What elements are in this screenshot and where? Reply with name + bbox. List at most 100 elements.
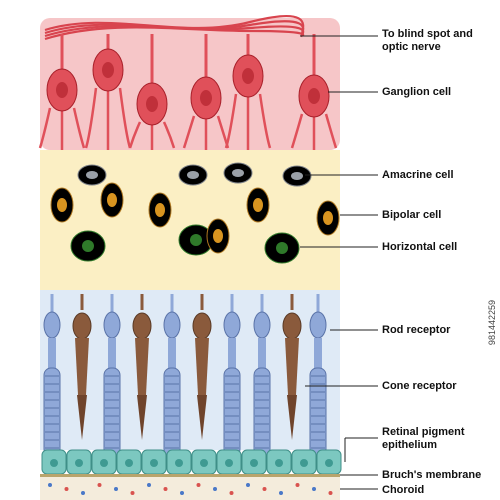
nerve-fiber bbox=[44, 26, 305, 41]
ganglion-dendrites bbox=[224, 93, 272, 150]
choroid-dot bbox=[312, 487, 316, 491]
label-cone-receptor: Cone receptor bbox=[382, 380, 457, 392]
rod-nucleus bbox=[223, 311, 241, 339]
choroid-dot bbox=[196, 483, 201, 487]
rod-outer-segment bbox=[309, 367, 327, 457]
optic-nerve-fibers bbox=[44, 15, 305, 41]
rod-inner-segment bbox=[168, 338, 176, 368]
rpe-nucleus bbox=[100, 459, 108, 467]
label-ganglion-cell: Ganglion cell bbox=[382, 86, 452, 98]
ganglion-cell-nucleus bbox=[200, 90, 212, 106]
choroid-dot bbox=[114, 487, 118, 491]
label-rpe: Retinal pigment epithelium bbox=[382, 426, 465, 452]
label-rpe-line1: Retinal pigment bbox=[382, 426, 465, 438]
rpe-nucleus bbox=[325, 459, 333, 467]
rod-nucleus bbox=[43, 311, 61, 339]
choroid-dot bbox=[97, 483, 102, 487]
horizontal-cell-nucleus bbox=[82, 240, 94, 252]
rpe-nucleus bbox=[200, 459, 208, 467]
choroid-dots bbox=[48, 483, 333, 495]
ganglion-dendrites bbox=[128, 121, 176, 150]
rod-nucleus bbox=[253, 311, 271, 339]
ganglion-cell-nucleus bbox=[308, 88, 320, 104]
choroid-dot bbox=[246, 483, 250, 487]
label-bruchs-membrane: Bruch's membrane bbox=[382, 469, 482, 481]
cone-inner-segment bbox=[135, 338, 149, 395]
bipolar-cell-nucleus bbox=[107, 193, 117, 207]
amacrine-cell-nucleus bbox=[232, 169, 244, 177]
ganglion-cell-nucleus bbox=[102, 62, 114, 78]
photoreceptors bbox=[43, 294, 327, 457]
label-rpe-line2: epithelium bbox=[382, 439, 438, 451]
rod-outer-segment bbox=[163, 367, 181, 457]
rpe-nucleus bbox=[75, 459, 83, 467]
rod-outer-segment bbox=[43, 367, 61, 457]
cone-outer-segment bbox=[197, 395, 207, 440]
retinal-pigment-epithelium bbox=[41, 449, 342, 475]
choroid-dot bbox=[81, 491, 85, 495]
bruchs-membrane bbox=[40, 474, 340, 477]
bipolar-cell-nucleus bbox=[155, 203, 165, 217]
rod-nucleus bbox=[103, 311, 121, 339]
choroid-dot bbox=[130, 491, 135, 495]
cone-outer-segment bbox=[287, 395, 297, 440]
amacrine-cells bbox=[77, 162, 312, 187]
choroid-dot bbox=[48, 483, 52, 487]
nerve-fiber bbox=[44, 15, 305, 37]
choroid-dot bbox=[64, 487, 69, 491]
rod-outer-segment bbox=[253, 367, 271, 457]
cone-nucleus bbox=[132, 312, 152, 340]
label-optic-nerve-line1: To blind spot and bbox=[382, 28, 473, 40]
rod-inner-segment bbox=[258, 338, 266, 368]
cone-outer-segment bbox=[137, 395, 147, 440]
nerve-fiber bbox=[44, 25, 305, 38]
rpe-nucleus bbox=[275, 459, 283, 467]
amacrine-cell-nucleus bbox=[187, 171, 199, 179]
ganglion-cell-nucleus bbox=[56, 82, 68, 98]
rpe-nucleus bbox=[225, 459, 233, 467]
ganglion-cell-nucleus bbox=[242, 68, 254, 84]
rpe-nucleus bbox=[150, 459, 158, 467]
rpe-nucleus bbox=[300, 459, 308, 467]
cone-outer-segment bbox=[77, 395, 87, 440]
bipolar-cell-nucleus bbox=[57, 198, 67, 212]
choroid-dot bbox=[213, 487, 217, 491]
rpe-nucleus bbox=[50, 459, 58, 467]
nerve-fiber bbox=[44, 20, 305, 37]
leader-lines bbox=[300, 35, 378, 490]
choroid-dot bbox=[279, 491, 283, 495]
rod-outer-segment bbox=[103, 367, 121, 457]
label-horizontal-cell: Horizontal cell bbox=[382, 241, 458, 253]
cone-nucleus bbox=[192, 312, 212, 340]
cone-inner-segment bbox=[75, 338, 89, 395]
horizontal-cell-nucleus bbox=[190, 234, 202, 246]
rod-inner-segment bbox=[48, 338, 56, 368]
label-rod-receptor: Rod receptor bbox=[382, 324, 451, 336]
rod-inner-segment bbox=[228, 338, 236, 368]
rod-inner-segment bbox=[108, 338, 116, 368]
label-choroid: Choroid bbox=[382, 484, 425, 496]
bipolar-cell-nucleus bbox=[253, 198, 263, 212]
cone-nucleus bbox=[72, 312, 92, 340]
rpe-nucleus bbox=[250, 459, 258, 467]
choroid-dot bbox=[180, 491, 184, 495]
bipolar-cells bbox=[50, 182, 340, 254]
rod-outer-segment bbox=[223, 367, 241, 457]
label-optic-nerve: To blind spot and optic nerve bbox=[382, 28, 473, 54]
ganglion-cells bbox=[38, 34, 338, 150]
choroid-dot bbox=[295, 483, 300, 487]
label-bipolar-cell: Bipolar cell bbox=[382, 209, 442, 221]
bipolar-cell-nucleus bbox=[323, 211, 333, 225]
choroid-band bbox=[40, 476, 340, 500]
horizontal-cells bbox=[70, 224, 300, 264]
amacrine-cell-nucleus bbox=[291, 172, 303, 180]
choroid-dot bbox=[163, 487, 168, 491]
bipolar-cell-nucleus bbox=[213, 229, 223, 243]
horizontal-cell-nucleus bbox=[276, 242, 288, 254]
rod-nucleus bbox=[309, 311, 327, 339]
choroid-dot bbox=[229, 491, 234, 495]
rod-inner-segment bbox=[314, 338, 322, 368]
rod-nucleus bbox=[163, 311, 181, 339]
rpe-nucleus bbox=[125, 459, 133, 467]
